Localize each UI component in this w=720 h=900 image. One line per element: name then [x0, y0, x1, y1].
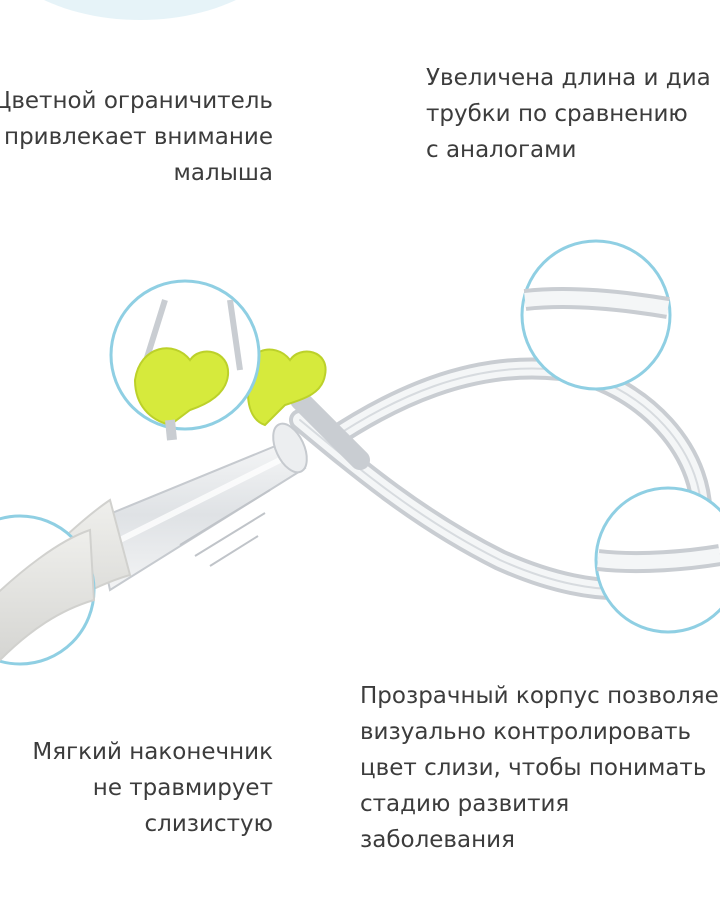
caption-body: Прозрачный корпус позволяе визуально кон…: [360, 678, 719, 858]
caption-line: привлекает внимание: [4, 124, 273, 150]
caption-line: с аналогами: [426, 137, 577, 163]
caption-line: слизистую: [144, 811, 274, 837]
callout-tube: [520, 239, 672, 391]
caption-line: Мягкий наконечник: [32, 739, 273, 765]
caption-line: визуально контролировать: [360, 719, 692, 745]
callout-tip: [0, 514, 96, 666]
caption-line: малыша: [173, 160, 273, 186]
caption-tip: Мягкий наконечник не травмирует слизисту…: [32, 734, 273, 842]
caption-line: Прозрачный корпус позволяе: [360, 683, 719, 709]
callout-limiter: [109, 279, 261, 441]
caption-line: цвет слизи, чтобы понимать: [360, 755, 707, 781]
caption-line: стадию развития: [360, 791, 570, 817]
caption-line: Увеличена длина и диа: [426, 65, 711, 91]
caption-line: заболевания: [360, 827, 515, 853]
callout-loop: [594, 486, 720, 634]
aspirator-body: [93, 422, 308, 592]
caption-tube: Увеличена длина и диа трубки по сравнени…: [426, 60, 711, 168]
caption-line: не травмирует: [92, 775, 273, 801]
caption-line: трубки по сравнению: [426, 101, 688, 127]
caption-limiter: Цветной ограничитель привлекает внимание…: [0, 83, 273, 191]
lime-limiter: [247, 348, 327, 427]
caption-line: Цветной ограничитель: [0, 88, 273, 114]
